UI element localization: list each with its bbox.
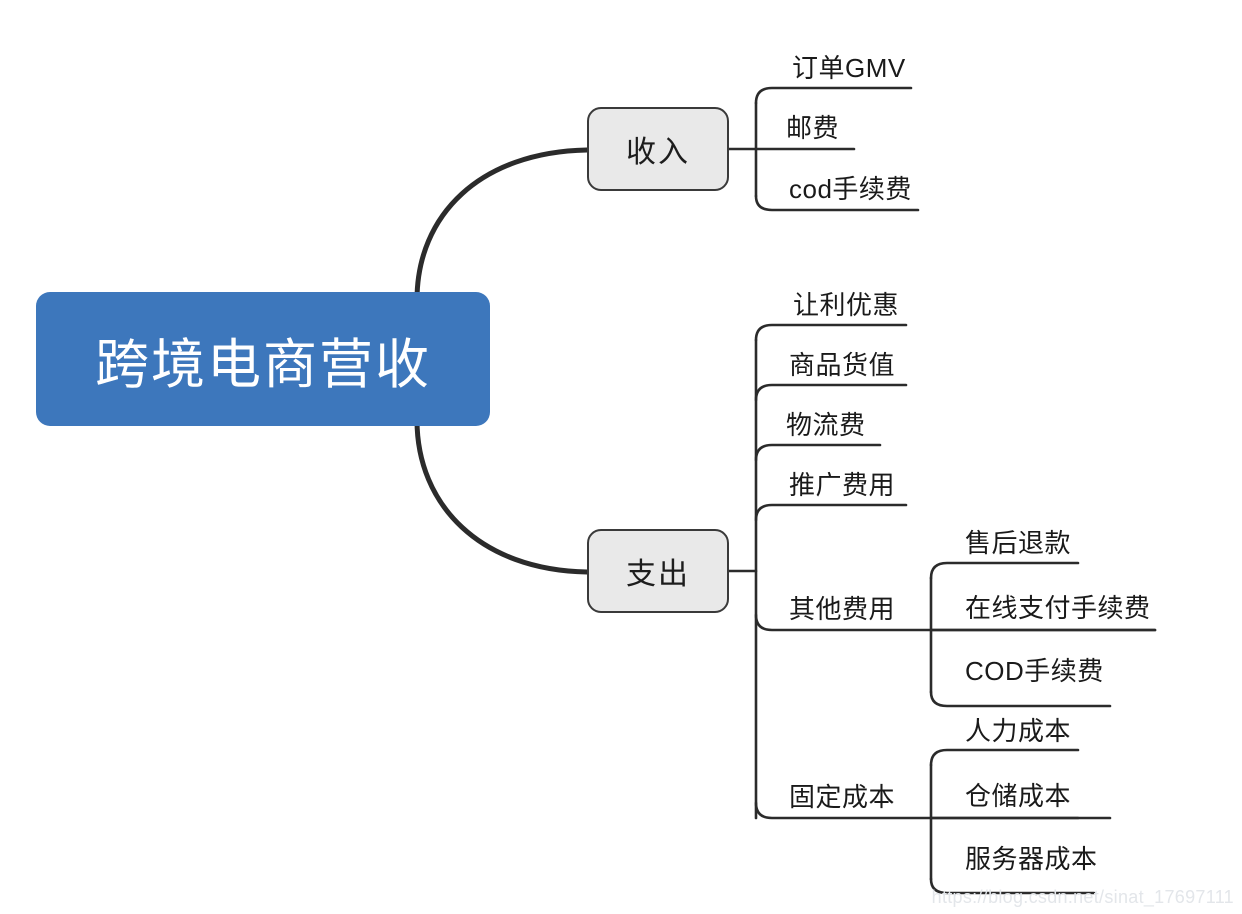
leaf-other-fees[interactable]: 其他费用: [789, 594, 896, 624]
leaf-order-gmv[interactable]: 订单GMV: [792, 53, 906, 83]
edge-expense-child-1: [754, 383, 908, 402]
branch-node-income[interactable]: 收入: [587, 107, 729, 191]
leaf-server-cost[interactable]: 服务器成本: [965, 844, 1098, 874]
edge-root-expense: [414, 417, 590, 575]
branch-node-expense[interactable]: 支出: [587, 529, 729, 613]
watermark-text: https://blog.csdn.net/sinat_17697111: [931, 887, 1234, 907]
leaf-shipping-fee[interactable]: 邮费: [786, 113, 840, 143]
leaf-logistics-fee[interactable]: 物流费: [786, 410, 866, 440]
leaf-goods-value[interactable]: 商品货值: [789, 350, 896, 380]
edge-expense-child-2: [754, 443, 882, 462]
root-node[interactable]: 跨境电商营收: [36, 292, 490, 426]
leaf-cod-handling-fee[interactable]: COD手续费: [965, 656, 1104, 686]
edge-expense-child-3: [754, 503, 908, 522]
edge-income-child-0: [754, 86, 913, 105]
edge-fixed-child-0: [929, 748, 1080, 767]
leaf-fixed-cost[interactable]: 固定成本: [789, 782, 896, 812]
leaf-after-sales-refund[interactable]: 售后退款: [965, 528, 1072, 558]
root-node-label: 跨境电商营收: [95, 334, 431, 395]
leaf-labor-cost[interactable]: 人力成本: [965, 716, 1072, 746]
leaf-discount-concession[interactable]: 让利优惠: [793, 290, 900, 320]
branch-node-expense-label: 支出: [626, 558, 690, 591]
leaf-warehouse-cost[interactable]: 仓储成本: [965, 781, 1072, 811]
edge-other-child-2: [929, 690, 1112, 708]
branch-node-income-label: 收入: [626, 136, 690, 169]
leaf-cod-service-fee[interactable]: cod手续费: [789, 174, 912, 204]
edge-other-child-0: [929, 561, 1080, 580]
edge-root-income: [414, 147, 590, 303]
edge-expense-child-0: [754, 323, 908, 342]
leaf-promotion-fee[interactable]: 推广费用: [789, 470, 896, 500]
leaf-online-payment-fee[interactable]: 在线支付手续费: [965, 593, 1151, 623]
